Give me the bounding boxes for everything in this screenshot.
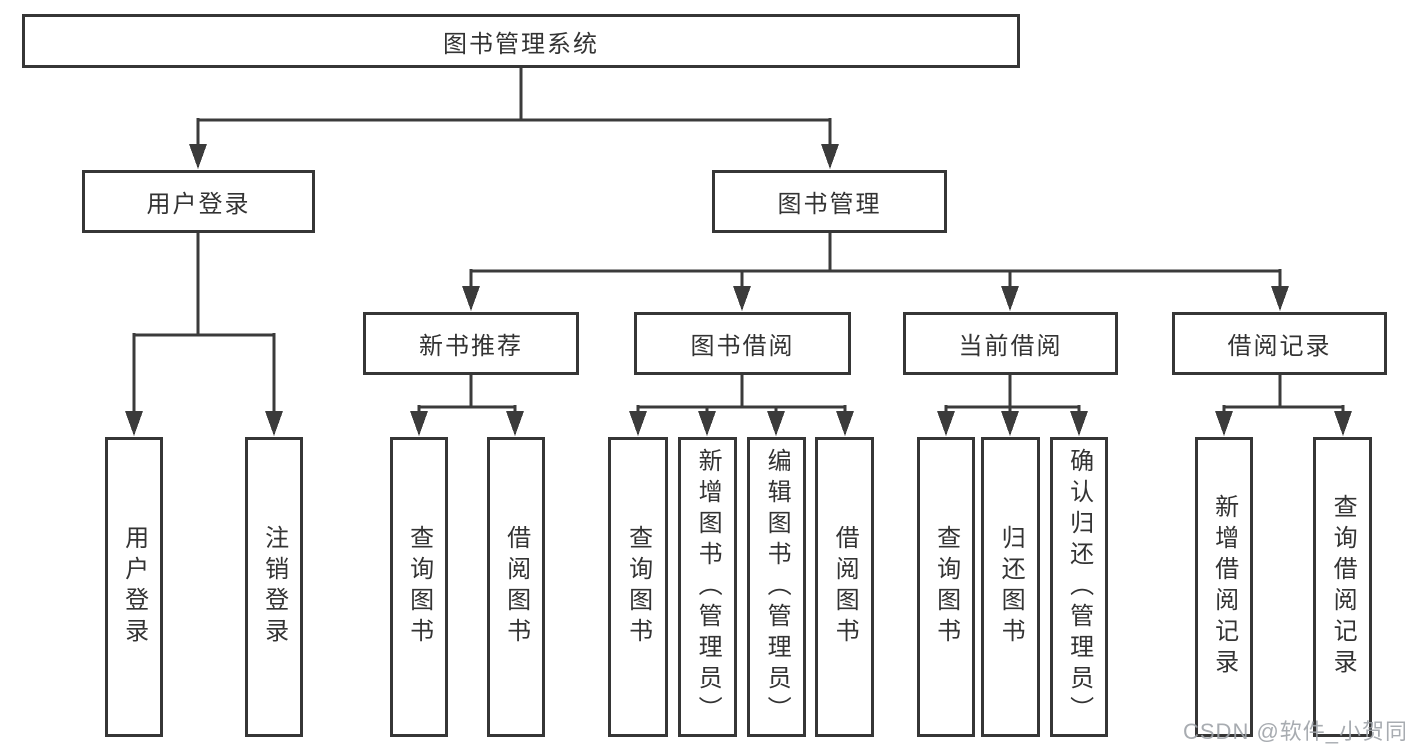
leaf-current-query-book-label: 查询图书 <box>932 525 960 649</box>
node-root-label: 图书管理系统 <box>443 30 599 58</box>
leaf-confirm-return-admin-label: 确认归还（管理员） <box>1065 447 1093 727</box>
connector-book-borrow <box>636 375 847 413</box>
node-new-book-rec: 新书推荐 <box>363 312 579 375</box>
leaf-borrow-borrow-book-label: 借阅图书 <box>831 525 859 649</box>
arrowheads <box>125 144 1352 436</box>
leaf-add-book-admin-label: 新增图书（管理员） <box>694 447 722 727</box>
node-user-login-group: 用户登录 <box>82 170 315 233</box>
leaf-query-borrow-record-label: 查询借阅记录 <box>1329 494 1357 680</box>
node-borrow-record: 借阅记录 <box>1172 312 1387 375</box>
leaf-return-book: 归还图书 <box>981 437 1040 737</box>
leaf-newrec-query-book: 查询图书 <box>390 437 448 737</box>
leaf-confirm-return-admin: 确认归还（管理员） <box>1050 437 1108 737</box>
node-borrow-record-label: 借阅记录 <box>1227 333 1332 360</box>
connector-user-login <box>132 233 276 413</box>
leaf-user-login-label: 用户登录 <box>120 525 148 649</box>
node-book-borrow-label: 图书借阅 <box>690 333 795 360</box>
leaf-newrec-query-book-label: 查询图书 <box>405 525 433 649</box>
connector-book-mgmt <box>469 233 1282 288</box>
watermark: CSDN @软件_小贺同学 <box>1183 719 1405 744</box>
node-book-mgmt: 图书管理 <box>712 170 947 233</box>
leaf-newrec-borrow-book-label: 借阅图书 <box>502 525 530 649</box>
leaf-edit-book-admin: 编辑图书（管理员） <box>747 437 806 737</box>
node-root: 图书管理系统 <box>22 14 1020 68</box>
leaf-add-borrow-record: 新增借阅记录 <box>1195 437 1253 737</box>
leaf-return-book-label: 归还图书 <box>997 525 1025 649</box>
leaf-query-borrow-record: 查询借阅记录 <box>1313 437 1372 737</box>
leaf-add-borrow-record-label: 新增借阅记录 <box>1210 494 1238 680</box>
leaf-current-query-book: 查询图书 <box>917 437 975 737</box>
node-book-borrow: 图书借阅 <box>634 312 851 375</box>
leaf-borrow-query-book-label: 查询图书 <box>624 525 652 649</box>
node-user-login-group-label: 用户登录 <box>146 191 251 218</box>
leaf-borrow-borrow-book: 借阅图书 <box>815 437 874 737</box>
leaf-edit-book-admin-label: 编辑图书（管理员） <box>763 447 791 727</box>
connector-current-borrow <box>944 375 1081 413</box>
node-current-borrow-label: 当前借阅 <box>958 333 1063 360</box>
leaf-logout: 注销登录 <box>245 437 303 737</box>
node-current-borrow: 当前借阅 <box>903 312 1118 375</box>
connector-root <box>196 67 832 146</box>
connector-new-book <box>417 375 517 413</box>
leaf-user-login: 用户登录 <box>105 437 163 737</box>
node-book-mgmt-label: 图书管理 <box>777 191 882 218</box>
node-new-book-rec-label: 新书推荐 <box>419 333 523 360</box>
leaf-add-book-admin: 新增图书（管理员） <box>678 437 737 737</box>
leaf-logout-label: 注销登录 <box>260 525 288 649</box>
connector-borrow-record <box>1222 375 1345 413</box>
leaf-newrec-borrow-book: 借阅图书 <box>487 437 545 737</box>
leaf-borrow-query-book: 查询图书 <box>608 437 668 737</box>
